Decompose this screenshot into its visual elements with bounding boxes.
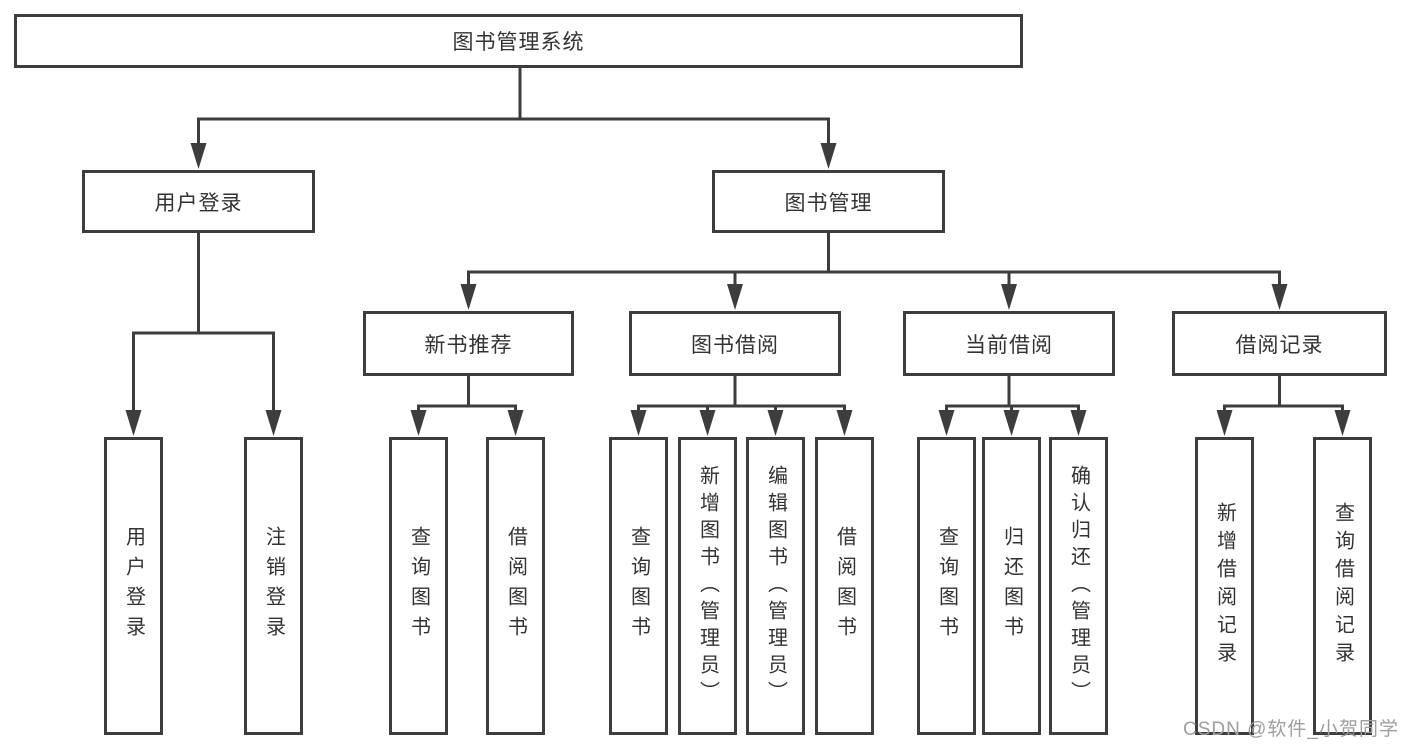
node-book-management-label: 图书管理: [784, 191, 873, 215]
leaf-recommend-query-books-label: 查询图书: [407, 526, 430, 646]
leaf-recommend-query-books: 查询图书: [389, 437, 448, 735]
node-book-borrow: 图书借阅: [629, 311, 841, 376]
node-new-book-recommend: 新书推荐: [363, 311, 574, 376]
leaf-borrow-books-label: 借阅图书: [833, 526, 856, 646]
node-book-management: 图书管理: [712, 170, 945, 233]
leaf-add-books-admin: 新增图书（管理员）: [678, 437, 737, 735]
watermark: CSDN @软件_小贺同学: [1183, 719, 1399, 740]
leaf-return-books-label: 归还图书: [1000, 526, 1023, 646]
leaf-add-borrow-record: 新增借阅记录: [1195, 437, 1254, 735]
node-current-borrow: 当前借阅: [903, 311, 1115, 376]
leaf-logout-label: 注销登录: [262, 526, 285, 646]
node-root-label: 图书管理系统: [452, 31, 585, 54]
leaf-add-books-admin-label: 新增图书（管理员）: [696, 464, 719, 708]
node-borrow-records: 借阅记录: [1172, 311, 1387, 376]
leaf-recommend-borrow-books-label: 借阅图书: [504, 526, 527, 646]
leaf-query-borrow-record-label: 查询借阅记录: [1331, 502, 1354, 670]
leaf-borrow-query-books: 查询图书: [609, 437, 668, 735]
leaf-confirm-return-admin: 确认归还（管理员）: [1049, 437, 1108, 735]
leaf-user-login: 用户登录: [104, 437, 163, 735]
node-login-label: 用户登录: [154, 191, 243, 215]
node-root: 图书管理系统: [14, 14, 1023, 68]
node-login: 用户登录: [82, 170, 315, 233]
leaf-return-books: 归还图书: [982, 437, 1041, 735]
leaf-current-query-books-label: 查询图书: [935, 526, 958, 646]
leaf-confirm-return-admin-label: 确认归还（管理员）: [1067, 464, 1090, 708]
leaf-logout: 注销登录: [244, 437, 303, 735]
leaf-user-login-label: 用户登录: [122, 526, 145, 646]
leaf-current-query-books: 查询图书: [917, 437, 976, 735]
leaf-borrow-books: 借阅图书: [815, 437, 874, 735]
node-current-borrow-label: 当前借阅: [965, 333, 1053, 357]
node-borrow-records-label: 借阅记录: [1235, 333, 1324, 357]
leaf-edit-books-admin: 编辑图书（管理员）: [746, 437, 805, 735]
arrowheads: [125, 143, 1351, 436]
leaf-edit-books-admin-label: 编辑图书（管理员）: [764, 464, 787, 708]
leaf-borrow-query-books-label: 查询图书: [627, 526, 650, 646]
leaf-recommend-borrow-books: 借阅图书: [486, 437, 545, 735]
node-new-book-recommend-label: 新书推荐: [424, 333, 513, 357]
leaf-add-borrow-record-label: 新增借阅记录: [1213, 502, 1236, 670]
leaf-query-borrow-record: 查询借阅记录: [1313, 437, 1372, 735]
node-book-borrow-label: 图书借阅: [691, 333, 779, 357]
